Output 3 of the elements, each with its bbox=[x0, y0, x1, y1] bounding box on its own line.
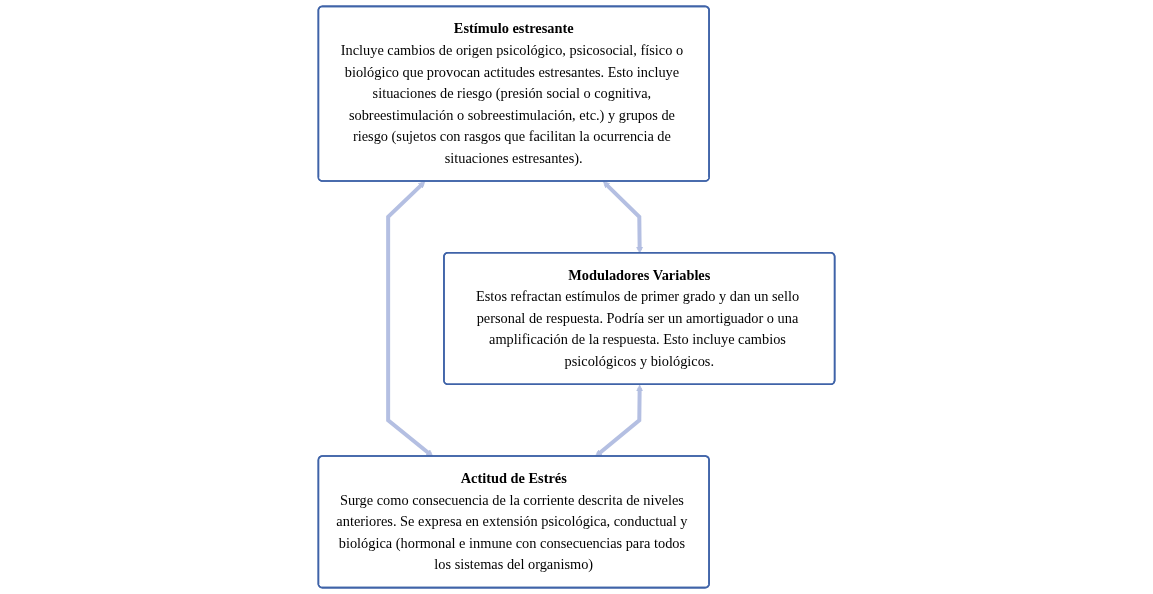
arrow bbox=[603, 181, 644, 254]
arrow bbox=[595, 384, 644, 457]
arrow bbox=[386, 181, 434, 457]
